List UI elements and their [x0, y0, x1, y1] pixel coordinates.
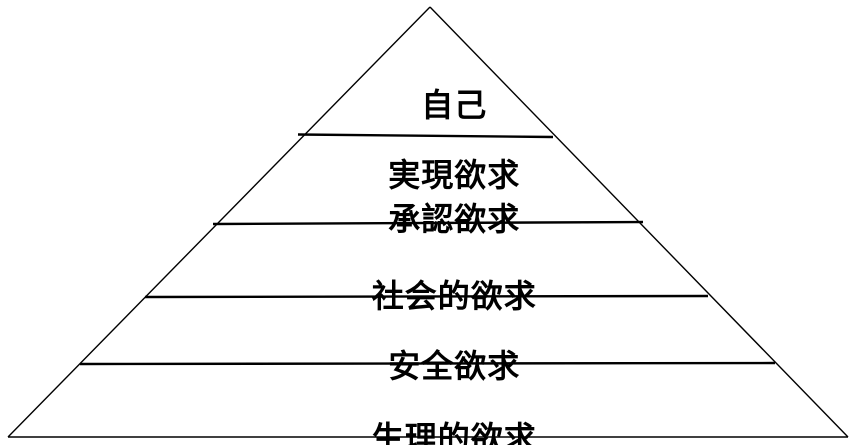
level-esteem-label: 承認欲求: [388, 200, 521, 238]
level-self-actualization-label-line2: 実現欲求: [388, 156, 521, 194]
level-esteem: 承認欲求: [0, 167, 860, 272]
level-social: 社会的欲求: [0, 244, 860, 349]
level-physiological-label: 生理的欲求: [371, 419, 537, 445]
divider-line-3: [144, 294, 709, 299]
level-safety: 安全欲求: [0, 314, 860, 419]
level-social-label: 社会的欲求: [371, 277, 537, 315]
pyramid-left-edge: [7, 6, 431, 438]
level-self-actualization-label-line1: 自己: [421, 86, 488, 124]
divider-line-1: [297, 133, 554, 139]
level-physiological: 生理的欲求: [0, 386, 860, 445]
divider-line-2: [212, 220, 644, 226]
level-self-actualization: 自己 実現欲求: [0, 53, 860, 228]
divider-line-4: [79, 361, 776, 366]
level-safety-label: 安全欲求: [388, 347, 521, 385]
